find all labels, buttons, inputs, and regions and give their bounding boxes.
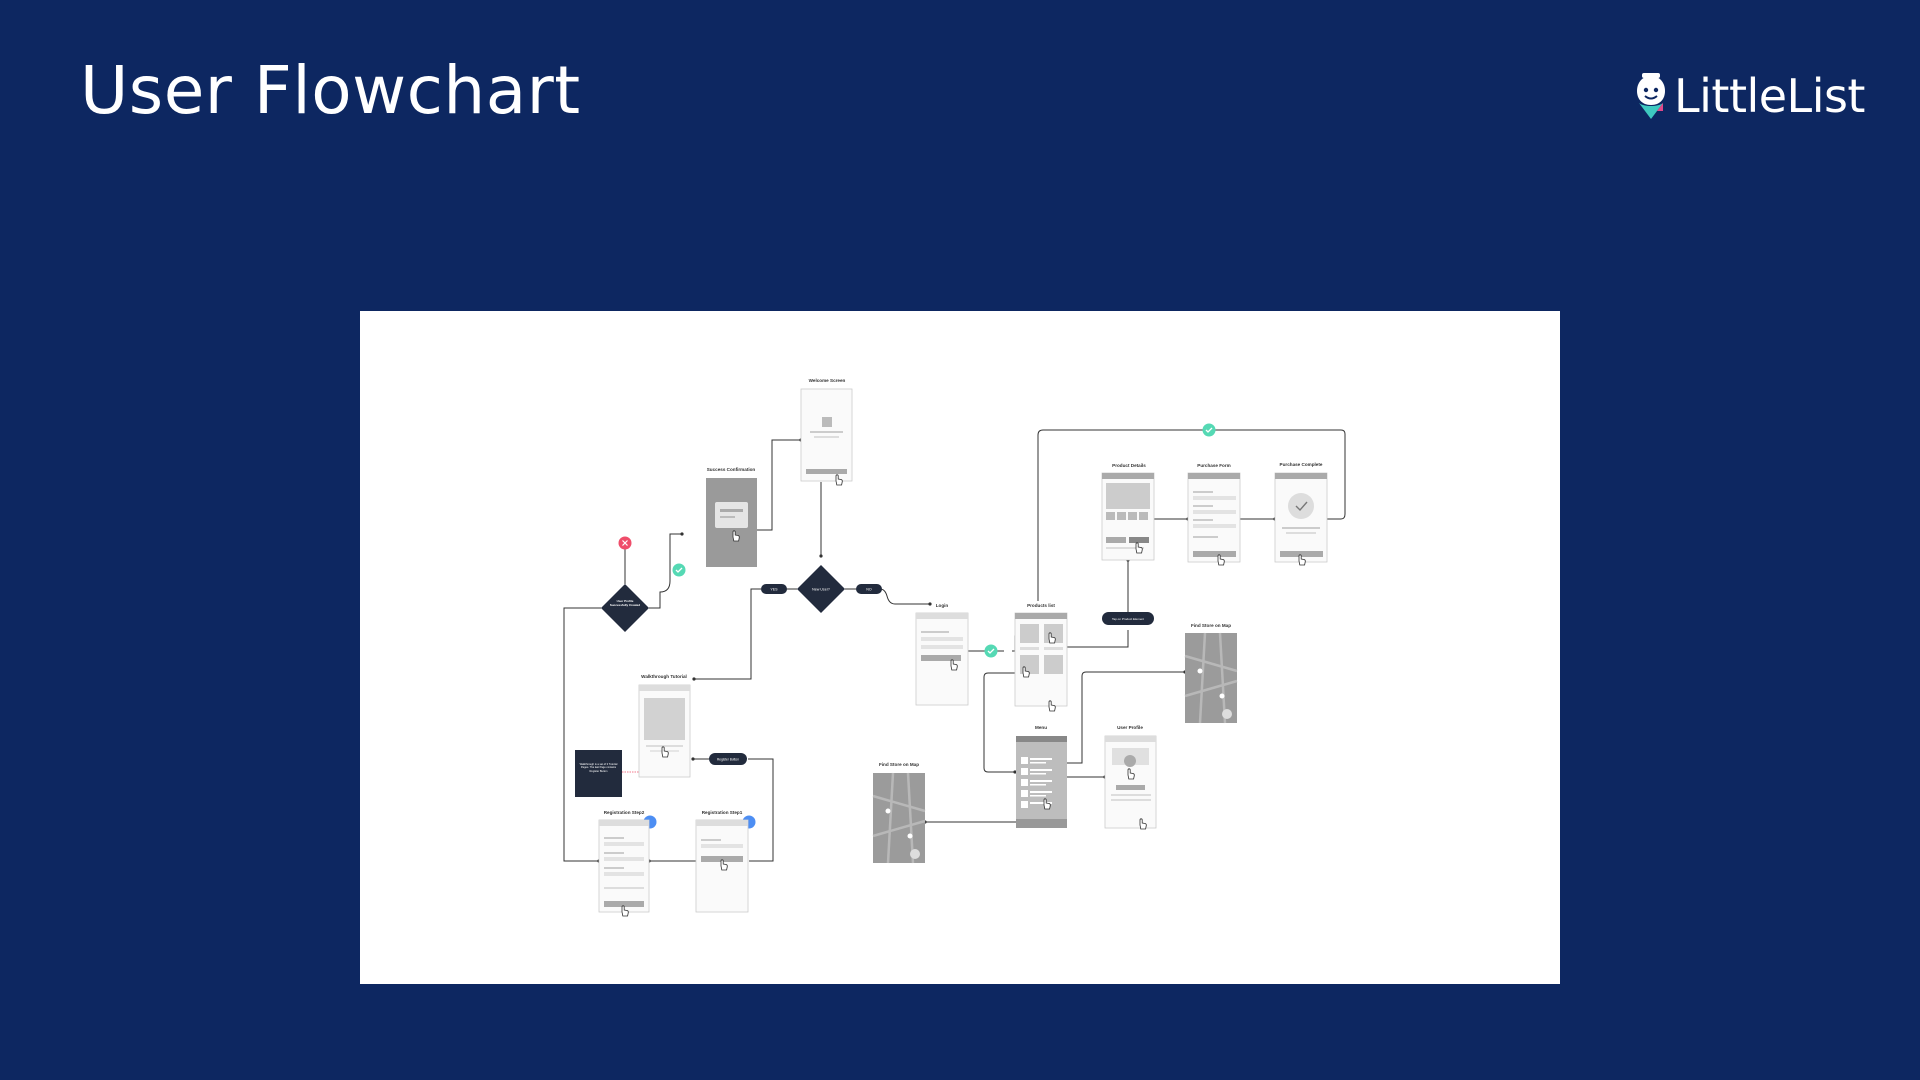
label-welcome-screen: Welcome Screen <box>809 378 846 383</box>
screen-find-store-right <box>1184 632 1238 724</box>
svg-text:YES: YES <box>770 588 778 592</box>
screen-success-confirmation <box>706 478 757 567</box>
screen-registration-step2 <box>598 819 650 917</box>
screen-login <box>915 612 969 706</box>
screen-purchase-form <box>1187 472 1241 566</box>
brand-name: LittleList <box>1674 69 1865 123</box>
label-success-confirmation: Success Confirmation <box>707 467 756 472</box>
screen-menu <box>1016 736 1067 828</box>
label-find-store-left: Find Store on Map <box>879 762 919 767</box>
brand-logo: LittleList <box>1636 69 1865 123</box>
svg-text:Register Button: Register Button <box>717 758 739 762</box>
label-purchase-complete: Purchase Complete <box>1280 462 1323 467</box>
label-product-details: Product Details <box>1112 463 1146 468</box>
label-find-store-right: Find Store on Map <box>1191 623 1231 628</box>
label-user-profile: User Profile <box>1117 725 1143 730</box>
label-registration-step2: Registration Step2 <box>604 810 645 815</box>
success-check-login <box>984 644 998 658</box>
screen-purchase-complete <box>1274 472 1328 566</box>
svg-text:NO: NO <box>866 588 872 592</box>
label-menu: Menu <box>1035 725 1047 730</box>
label-products-list: Products list <box>1027 603 1055 608</box>
pill-register-button: Register Button <box>709 753 747 765</box>
pill-no: NO <box>856 584 882 594</box>
svg-text:New User?: New User? <box>812 588 830 592</box>
pill-tap-product: Tap on Product Element <box>1102 612 1154 625</box>
baby-face-icon <box>1637 73 1665 119</box>
screen-user-profile <box>1104 735 1157 830</box>
pill-yes: YES <box>761 584 787 594</box>
walkthrough-note: Walkthrough is a set of 3 Tutorial Pages… <box>575 750 657 797</box>
label-purchase-form: Purchase Form <box>1197 463 1230 468</box>
screen-registration-step1 <box>695 819 749 913</box>
success-check-top <box>1202 423 1216 437</box>
label-login: Login <box>936 603 949 608</box>
screen-walkthrough <box>638 684 691 778</box>
error-cross <box>618 536 632 550</box>
label-registration-step1: Registration Step1 <box>702 810 743 815</box>
screen-welcome <box>800 388 853 486</box>
label-walkthrough: Walkthrough Tutorial <box>641 674 687 679</box>
decision-user-profile-created: User Profile Successfully Created <box>601 584 649 632</box>
page-title: User Flowchart <box>80 52 581 129</box>
screen-products-list <box>1014 612 1068 712</box>
flowchart-panel: User Profile Successfully Created New Us… <box>360 311 1560 984</box>
decision-new-user: New User? <box>797 565 845 613</box>
success-check-profile <box>672 563 686 577</box>
svg-text:Tap on Product Element: Tap on Product Element <box>1112 617 1144 621</box>
screen-find-store-left <box>872 772 926 864</box>
screen-product-details <box>1101 472 1155 561</box>
